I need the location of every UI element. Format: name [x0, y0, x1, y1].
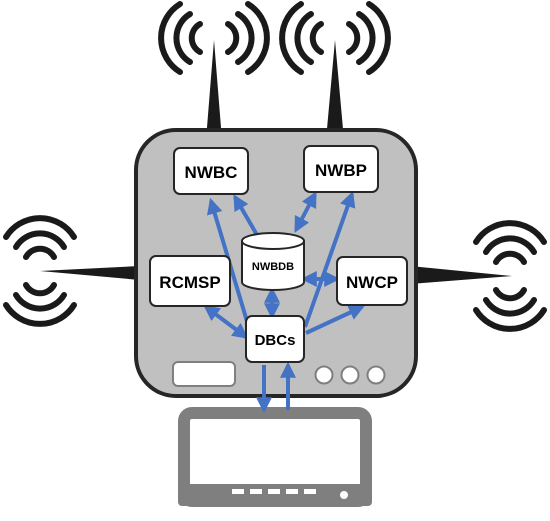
node-nwbc: NWBC	[173, 147, 249, 195]
monitor-icon	[178, 407, 372, 507]
node-nwbp: NWBP	[303, 145, 379, 193]
svg-text:NWBP: NWBP	[315, 161, 367, 180]
arrow-dbcs-rcmsp	[203, 305, 249, 339]
node-nwbdb-label: NWBDB	[252, 261, 294, 273]
arrow-dbcs-to-nwcp	[305, 305, 365, 335]
arrow-nwbdb-to-nwbc	[233, 194, 259, 237]
antenna-icon	[326, 40, 344, 140]
antenna-icon	[410, 266, 512, 284]
database-cylinder-icon: NWBDB	[241, 232, 305, 291]
router-led	[314, 365, 334, 385]
svg-text:RCMSP: RCMSP	[159, 273, 220, 292]
antenna-icon	[206, 40, 222, 140]
router-led	[340, 365, 360, 385]
arrow-nwbdb-nwbp	[294, 191, 317, 233]
svg-text:DBCs: DBCs	[255, 332, 296, 349]
wifi-signal-icon	[3, 215, 77, 327]
node-dbcs: DBCs	[245, 315, 305, 363]
node-nwcp: NWCP	[336, 256, 408, 306]
wifi-signal-icon	[279, 1, 391, 75]
svg-text:NWCP: NWCP	[346, 273, 398, 292]
arrow-dbcs-to-nwbp	[303, 190, 356, 328]
wifi-signal-icon	[158, 1, 270, 75]
router-led	[366, 365, 386, 385]
router-display-slot	[172, 361, 236, 387]
svg-text:NWBC: NWBC	[185, 163, 238, 182]
node-rcmsp: RCMSP	[149, 255, 231, 307]
antenna-icon	[40, 266, 140, 280]
wifi-signal-icon	[473, 220, 547, 332]
